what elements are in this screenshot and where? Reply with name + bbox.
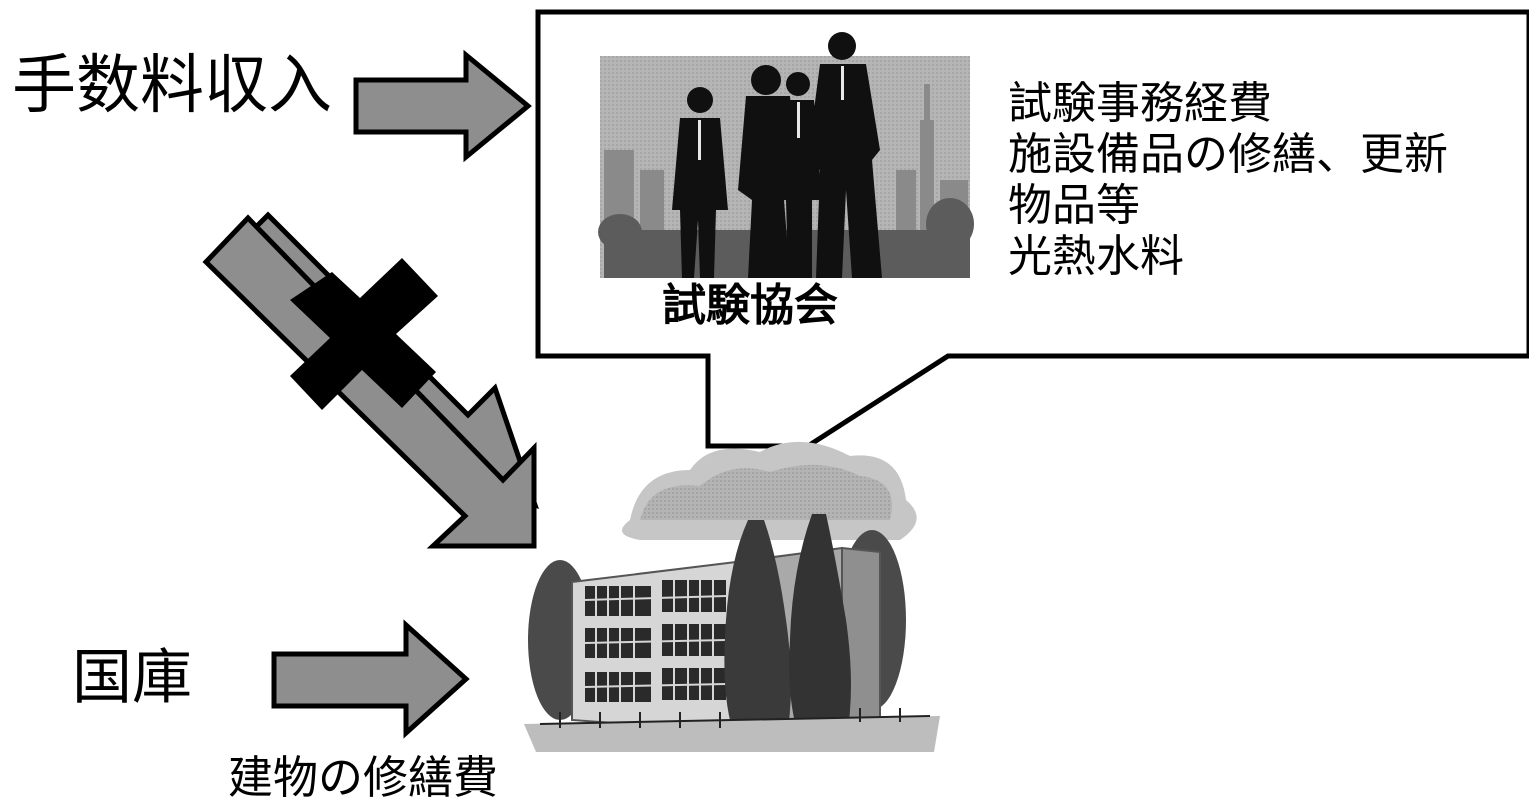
national-treasury-label: 国庫 [72,643,192,713]
prohibited-cross-icon [290,258,438,410]
expense-item: 試験事務経費 [1008,78,1272,129]
school-building-illustration [524,441,940,752]
expense-item: 光熱水料 [1008,231,1184,282]
blocked-diagonal-arrow-body [202,214,537,549]
treasury-arrow [271,619,470,739]
fee-income-label: 手数料収入 [12,49,332,123]
fee-income-arrow [353,49,532,163]
expense-list: 試験事務経費 施設備品の修繕、更新 物品等 光熱水料 [1008,78,1448,282]
association-label: 試験協会 [662,280,838,331]
building-repair-label: 建物の修繕費 [228,751,499,804]
expense-item: 物品等 [1008,180,1140,231]
expense-item: 施設備品の修繕、更新 [1008,129,1448,180]
business-people-photo [598,32,974,278]
